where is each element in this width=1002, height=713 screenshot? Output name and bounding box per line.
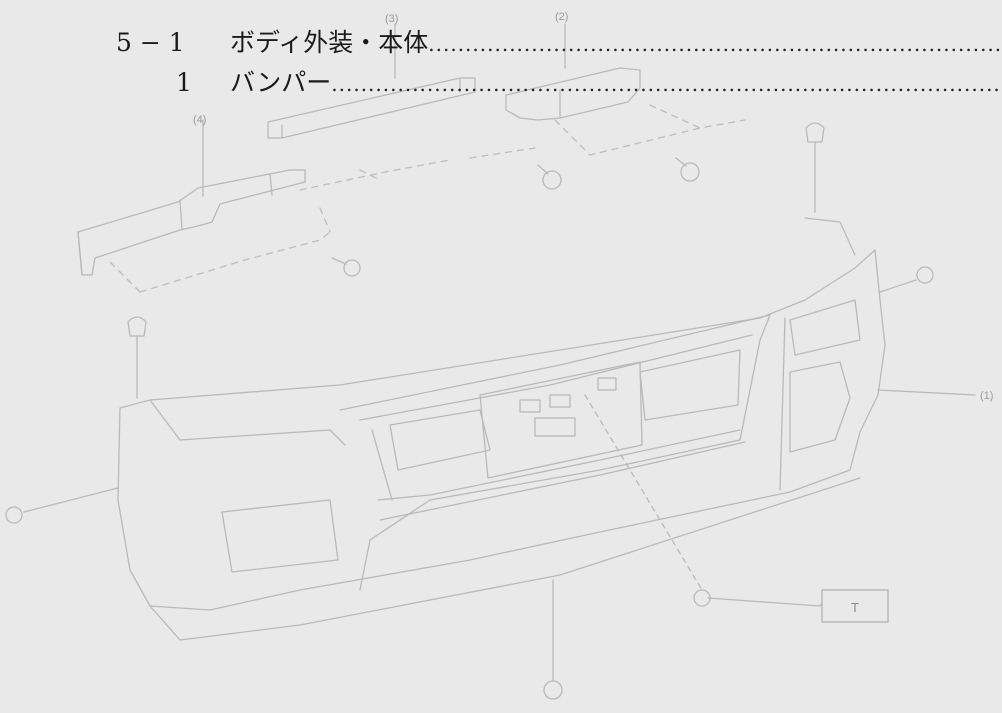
dot-leader: ........................................…	[428, 32, 1002, 56]
callout-part-1: (1)	[980, 390, 993, 402]
fastener-right	[879, 266, 934, 293]
tool-box-label: T	[851, 600, 859, 615]
bumper-body	[117, 217, 886, 641]
clip-left	[127, 316, 147, 399]
subsection-title: バンパー	[230, 68, 332, 97]
fastener-bottom	[543, 579, 563, 700]
bracket-left	[77, 169, 306, 276]
dot-leader: ........................................…	[331, 72, 1002, 96]
subsection-number: 1	[176, 68, 192, 97]
callout-part-4: (4)	[193, 114, 206, 126]
toc-subsection-line: 1 バンパー...................................…	[176, 68, 1002, 99]
toc-section-line: 5 − 1 ボディ外装・本体...........................…	[116, 28, 1002, 59]
tool-reference-box: T	[821, 589, 889, 623]
screw-upper-left	[331, 257, 361, 277]
screw-upper-right	[675, 157, 700, 182]
fastener-left	[5, 487, 119, 524]
callout-part-3: (3)	[385, 13, 398, 25]
bracket-right	[505, 67, 641, 121]
bracket-center	[267, 77, 476, 139]
clip-top-right	[805, 122, 825, 213]
section-title: ボディ外装・本体	[230, 28, 429, 57]
bolt-lower	[584, 394, 821, 607]
callout-part-2: (2)	[555, 11, 568, 23]
section-number: 5 − 1	[116, 28, 185, 57]
screw-upper-mid	[537, 164, 562, 190]
